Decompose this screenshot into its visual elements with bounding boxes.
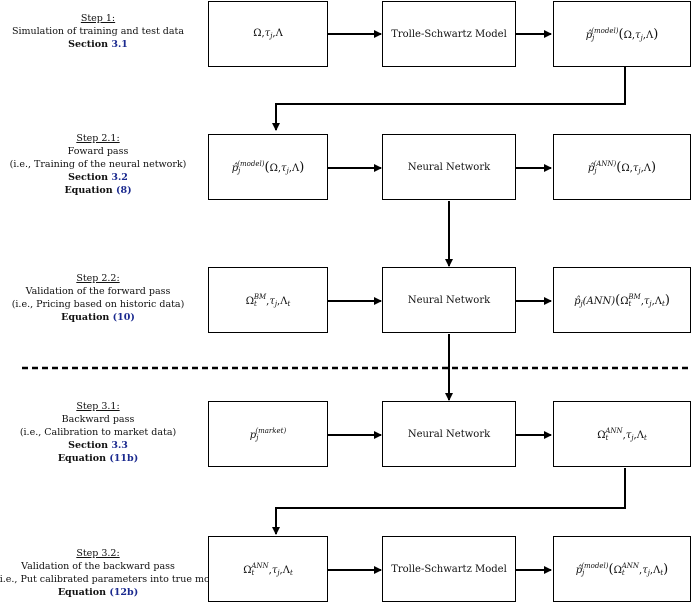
step-line: (i.e., Pricing based on historic data): [11, 299, 185, 310]
equation-ref-open: (: [112, 312, 118, 323]
box-trolle-schwartz-r1: Trolle-Schwartz Model: [382, 1, 516, 67]
box-ann-price-r3: p̂j(ANN)(ΩtBM,τj,Λt): [553, 267, 691, 333]
section-ref-link[interactable]: 3.1: [111, 39, 128, 50]
step-title: Step 3.2:: [76, 548, 120, 559]
equation-label: Equation: [57, 453, 106, 464]
step-line: Foward pass: [67, 146, 129, 157]
step-3-2-text: Step 3.2: Validation of the backward pas…: [0, 547, 229, 599]
step-3-1-text: Step 3.1: Backward pass (i.e., Calibrati…: [0, 400, 196, 465]
formula: p̂j(model)(ΩtANN,τj,Λt): [575, 561, 669, 577]
equation-ref-open: (: [109, 587, 114, 598]
formula: ΩtANN,τj,Λt: [597, 426, 647, 442]
equation-ref-close: ): [130, 312, 135, 323]
formula: Ω,τj,Λ: [253, 28, 283, 40]
step-line: (i.e., Training of the neural network): [9, 159, 187, 170]
equation-ref-link[interactable]: 8: [120, 185, 128, 196]
box-ann-price-r2: p̂j(ANN)(Ω,τj,Λ): [553, 134, 691, 200]
formula: ΩtBM,τj,Λt: [245, 292, 291, 308]
step-line: (i.e., Put calibrated parameters into tr…: [0, 574, 229, 585]
equation-ref-close: ): [133, 453, 139, 464]
box-neural-network-r3: Neural Network: [382, 267, 516, 333]
step-1-text: Step 1: Simulation of training and test …: [0, 12, 196, 51]
equation-ref-link[interactable]: 10: [117, 312, 131, 323]
box-historic-inputs-r3: ΩtBM,τj,Λt: [208, 267, 328, 333]
step-title: Step 2.1:: [76, 133, 120, 144]
arrow-r1-to-r2: [272, 66, 626, 131]
equation-label: Equation: [64, 185, 113, 196]
box-trolle-schwartz-r5: Trolle-Schwartz Model: [382, 536, 516, 602]
formula: pj(market): [249, 426, 287, 442]
formula: ΩtANN,τj,Λt: [243, 561, 293, 577]
equation-label: Equation: [61, 312, 110, 323]
step-line: Validation of the forward pass: [25, 286, 171, 297]
step-title: Step 2.2:: [76, 273, 120, 284]
box-neural-network-r2: Neural Network: [382, 134, 516, 200]
formula: p̂j(ANN)(ΩtBM,τj,Λt): [574, 292, 670, 308]
section-ref-link[interactable]: 3.2: [111, 172, 128, 183]
step-line: Simulation of training and test data: [11, 26, 185, 37]
step-2-2-text: Step 2.2: Validation of the forward pass…: [0, 272, 196, 324]
section-label: Section: [68, 172, 109, 183]
formula: p̂j(model)(Ω,τj,Λ): [231, 159, 305, 175]
equation-ref-close: ): [133, 587, 139, 598]
arrow-r4-to-r5: [272, 468, 626, 535]
formula: p̂j(model)(Ω,τj,Λ): [585, 26, 659, 42]
step-2-1-text: Step 2.1: Foward pass (i.e., Training of…: [0, 132, 196, 197]
box-inputs-r1: Ω,τj,Λ: [208, 1, 328, 67]
equation-ref-link[interactable]: 11b: [113, 453, 134, 464]
box-market-price-r4: pj(market): [208, 401, 328, 467]
box-calibrated-params-r4: ΩtANN,τj,Λt: [553, 401, 691, 467]
formula: p̂j(ANN)(Ω,τj,Λ): [587, 159, 657, 175]
section-label: Section: [68, 440, 109, 451]
equation-ref-open: (: [109, 453, 114, 464]
equation-ref-link[interactable]: 12b: [113, 587, 134, 598]
step-title: Step 3.1:: [76, 401, 120, 412]
step-title: Step 1:: [80, 13, 116, 24]
box-model-price-r1: p̂j(model)(Ω,τj,Λ): [553, 1, 691, 67]
section-ref-link[interactable]: 3.3: [111, 440, 128, 451]
step-line: (i.e., Calibration to market data): [19, 427, 177, 438]
equation-ref-close: ): [127, 185, 132, 196]
step-line: Backward pass: [61, 414, 135, 425]
box-model-price-r2: p̂j(model)(Ω,τj,Λ): [208, 134, 328, 200]
equation-label: Equation: [57, 587, 106, 598]
box-model-price-r5: p̂j(model)(ΩtANN,τj,Λt): [553, 536, 691, 602]
box-calibrated-params-r5: ΩtANN,τj,Λt: [208, 536, 328, 602]
equation-ref-open: (: [115, 185, 121, 196]
box-neural-network-r4: Neural Network: [382, 401, 516, 467]
section-label: Section: [68, 39, 109, 50]
step-line: Validation of the backward pass: [21, 561, 175, 572]
